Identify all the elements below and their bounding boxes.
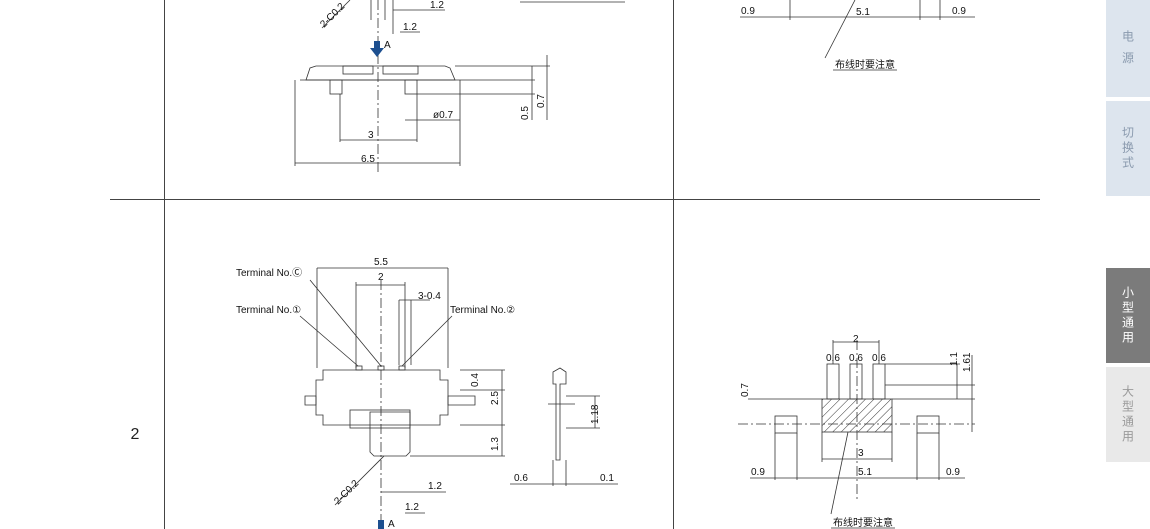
tab-power-label: 电 源: [1120, 30, 1135, 67]
dim-0-7-pad: 0.7: [740, 383, 751, 397]
tab-large-general[interactable]: 大型通用: [1106, 367, 1150, 462]
dim-top-0-9-right: 0.9: [952, 6, 966, 17]
dim-3: 3: [368, 130, 374, 141]
tab-large-general-label: 大型通用: [1120, 384, 1135, 445]
arrow-a-top: [370, 41, 384, 57]
row-divider: [110, 199, 1040, 200]
tab-power[interactable]: 电 源: [1106, 0, 1150, 97]
dim-1-2-c: 1.2: [428, 481, 442, 492]
terminal-c-label: Terminal No.Ⓒ: [236, 267, 302, 279]
dim-1-2-a: 1.2: [430, 0, 444, 11]
drawing-bottom-left: [299, 267, 618, 529]
dim-1-2-d: 1.2: [405, 502, 419, 513]
dim-3-0-4: 3-0.4: [418, 291, 441, 302]
dim-0-6: 0.6: [514, 473, 528, 484]
tab-switching[interactable]: 切换式: [1106, 101, 1150, 196]
terminal-1-label: Terminal No.①: [236, 305, 301, 316]
dim-1-61: 1.61: [962, 352, 973, 372]
arrow-a-label: A: [384, 40, 391, 51]
wiring-note-bottom: 布线时要注意: [833, 516, 893, 529]
dim-0-5: 0.5: [520, 106, 531, 120]
arrow-a-bottom-label: A: [388, 519, 395, 529]
spec-table: 2: [110, 0, 1040, 529]
dim-bottom-0-9-right: 0.9: [946, 467, 960, 478]
arrow-a-bottom: [378, 520, 384, 529]
drawing-top-left: [294, 0, 550, 175]
drawing-bottom-right: [738, 340, 975, 515]
column-divider-middle: [673, 0, 674, 529]
dim-1-18: 1.18: [590, 404, 601, 424]
dim-1-1: 1.1: [949, 352, 960, 366]
dim-0-1: 0.1: [600, 473, 614, 484]
dim-1-3: 1.3: [490, 437, 501, 451]
dim-top-0-9-left: 0.9: [741, 6, 755, 17]
dim-pad-0-6-c: 0.6: [872, 353, 886, 364]
dim-0-4: 0.4: [470, 373, 481, 387]
tab-switching-label: 切换式: [1120, 126, 1135, 171]
dim-0-7: 0.7: [536, 94, 547, 108]
wiring-note-top: 布线时要注意: [835, 58, 895, 71]
technical-drawings: A 2-C0.2 1.2 1.2 3 6.5 ø0.7 0.5 0.7 0.9 …: [236, 0, 975, 529]
dim-chamfer-bottom: 2-C0.2: [332, 478, 361, 507]
dim-1-2-b: 1.2: [403, 22, 417, 33]
dim-bottom-0-9-left: 0.9: [751, 467, 765, 478]
dim-pad-0-6-b: 0.6: [849, 353, 863, 364]
dim-chamfer: 2-C0.2: [318, 1, 347, 30]
dim-pitch-2: 2: [853, 334, 859, 345]
dim-3-width: 3: [858, 448, 864, 459]
dim-6-5: 6.5: [361, 154, 375, 165]
dim-2-5: 2.5: [490, 391, 501, 405]
terminal-2-label: Terminal No.②: [450, 305, 515, 316]
dim-5-5: 5.5: [374, 257, 388, 268]
category-sidebar: 电 源 切换式 小型通用 大型通用: [1106, 0, 1150, 529]
row-number: 2: [130, 426, 140, 443]
dim-diameter: ø0.7: [433, 110, 453, 121]
column-divider-left: [164, 0, 165, 529]
tab-small-general-label: 小型通用: [1120, 285, 1135, 346]
drawing-top-right: [520, 0, 975, 59]
dim-bottom-5-1: 5.1: [858, 467, 872, 478]
dim-2: 2: [378, 272, 384, 283]
dim-top-5-1: 5.1: [856, 7, 870, 18]
tab-small-general[interactable]: 小型通用: [1106, 268, 1150, 363]
dim-pad-0-6-a: 0.6: [826, 353, 840, 364]
